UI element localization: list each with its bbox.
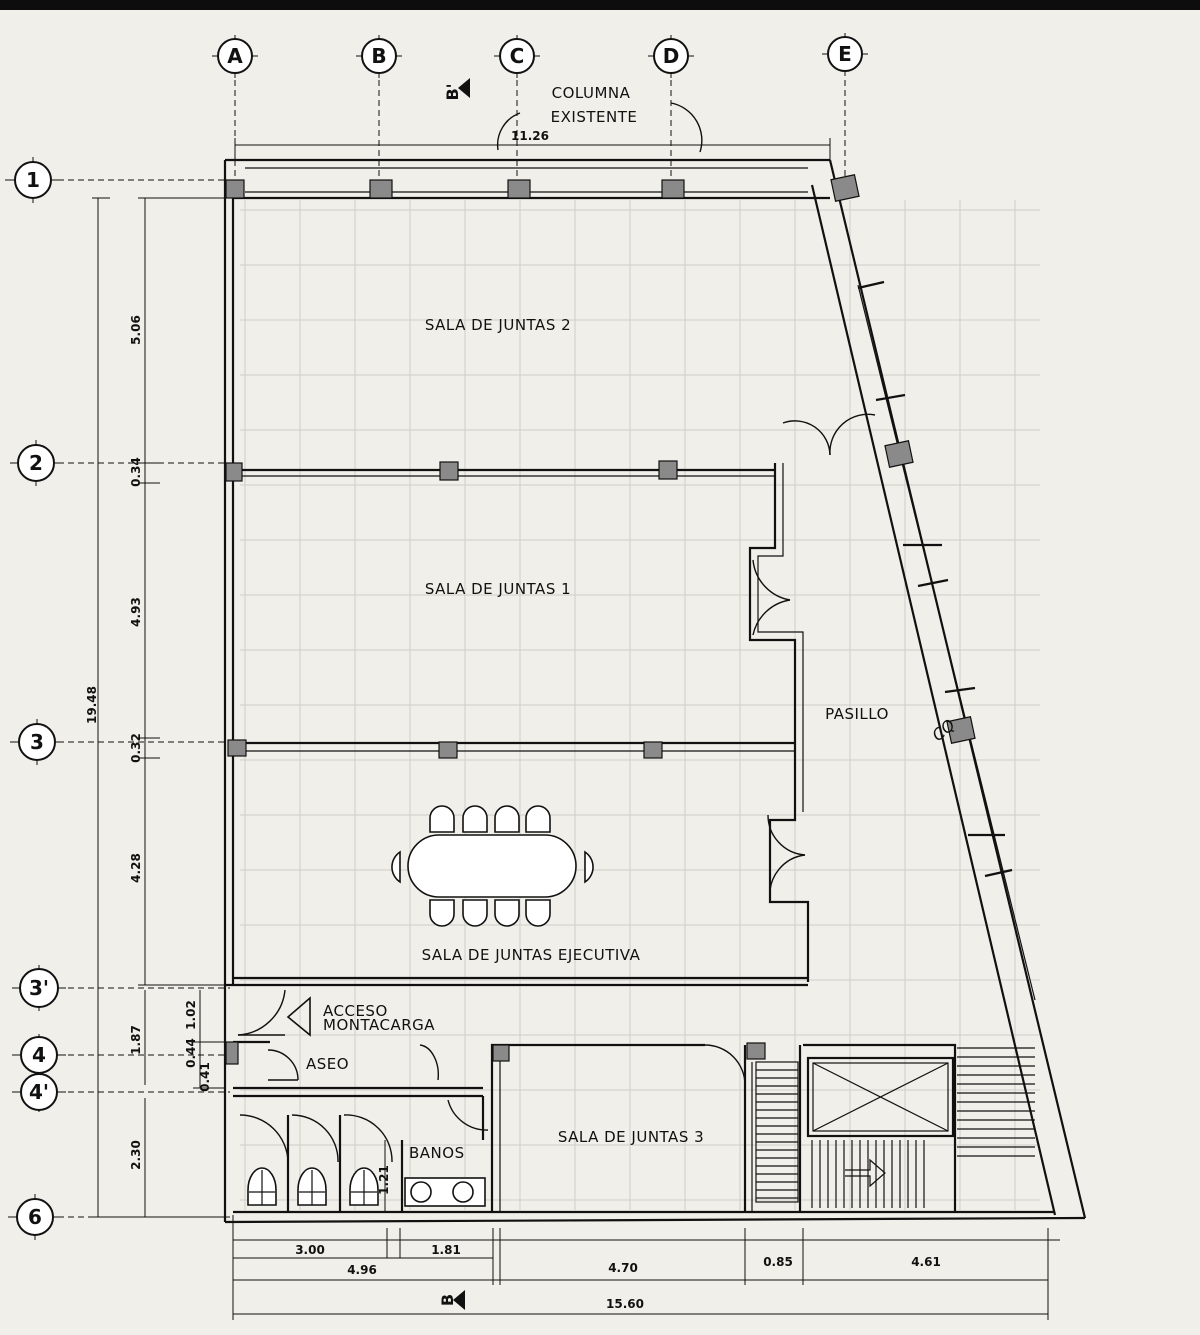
second-stair	[811, 1047, 1035, 1208]
dim-5-06: 5.06	[129, 315, 143, 345]
axis-bubble-1: 1	[5, 157, 58, 203]
stair	[755, 1061, 799, 1203]
svg-text:D: D	[663, 44, 680, 68]
dim-1-02: 1.02	[184, 1000, 198, 1030]
toilets	[247, 1167, 379, 1206]
sinks	[404, 1177, 486, 1207]
axis-bubble-b: B	[356, 35, 402, 78]
svg-text:6: 6	[28, 1205, 42, 1229]
existing-column-note: COLUMNA EXISTENTE	[496, 84, 703, 153]
room-label-sala-2: SALA DE JUNTAS 2	[425, 316, 571, 334]
dim-0-44: 0.44	[184, 1038, 198, 1068]
axis-bubble-2: 2	[10, 440, 62, 486]
bottom-dimensions: 3.00 1.81 4.70 0.85 4.61 4.96 15.60	[232, 1215, 1060, 1320]
doors	[237, 413, 876, 1163]
window-mullions	[857, 280, 1013, 878]
dim-0-34: 0.34	[129, 457, 143, 487]
section-marker-top: B'	[443, 78, 470, 101]
montacarga-arrow	[286, 996, 311, 1037]
dim-4-28: 4.28	[129, 853, 143, 883]
paper-top-edge	[0, 0, 1200, 10]
room-label-aseo: ASEO	[306, 1055, 349, 1073]
elevator-shaft	[806, 1056, 955, 1138]
axis-bubble-6: 6	[8, 1194, 62, 1240]
dim-4-96: 4.96	[347, 1263, 377, 1277]
dim-1-81: 1.81	[431, 1243, 461, 1257]
svg-text:A: A	[227, 44, 243, 68]
dim-15-60: 15.60	[606, 1297, 644, 1311]
svg-text:B: B	[371, 44, 386, 68]
axis-bubble-3-prime: 3'	[12, 965, 66, 1011]
room-label-ejecutiva: SALA DE JUNTAS EJECUTIVA	[422, 946, 641, 964]
dim-2-30: 2.30	[129, 1140, 143, 1170]
svg-text:B: B	[438, 1294, 457, 1306]
dim-4-61: 4.61	[911, 1255, 941, 1269]
svg-text:E: E	[838, 42, 852, 66]
svg-text:4: 4	[32, 1043, 46, 1067]
svg-text:11.26: 11.26	[511, 129, 549, 143]
room-label-banos: BANOS	[409, 1144, 465, 1162]
axis-bubble-e: E	[822, 33, 868, 76]
axis-bubble-4: 4	[12, 1034, 66, 1076]
room-label-sala-3: SALA DE JUNTAS 3	[558, 1128, 704, 1146]
room-label-pasillo: PASILLO	[825, 705, 889, 723]
dim-0-41: 0.41	[198, 1062, 212, 1092]
room-label-sala-1: SALA DE JUNTAS 1	[425, 580, 571, 598]
axis-bubble-c: C	[494, 35, 540, 78]
svg-text:3': 3'	[29, 976, 49, 1000]
building-walls	[223, 158, 1087, 1224]
structural-columns	[225, 174, 976, 1065]
svg-text:4': 4'	[29, 1080, 49, 1104]
axis-bubble-4-prime: 4'	[12, 1072, 66, 1112]
svg-text:C: C	[510, 44, 525, 68]
top-width-dimension: 11.26	[234, 129, 831, 160]
section-marker-bottom: B	[438, 1290, 465, 1310]
svg-text:COLUMNA: COLUMNA	[552, 84, 631, 102]
svg-text:B': B'	[443, 83, 462, 100]
executive-table	[391, 805, 594, 927]
axis-bubble-3: 3	[10, 719, 64, 765]
svg-text:1: 1	[26, 168, 40, 192]
axis-bubble-d: D	[648, 35, 694, 78]
dim-4-70: 4.70	[608, 1261, 638, 1275]
dim-1-21: 1.21	[377, 1165, 391, 1195]
room-label-acceso-1: ACCESO	[323, 1002, 388, 1020]
dim-3-00: 3.00	[295, 1243, 325, 1257]
dim-0-32: 0.32	[129, 733, 143, 763]
dim-0-85: 0.85	[763, 1255, 793, 1269]
room-label-acceso-2: MONTACARGA	[323, 1016, 435, 1034]
svg-text:3: 3	[30, 730, 44, 754]
axis-bubble-a: A	[212, 35, 258, 78]
svg-text:2: 2	[29, 451, 43, 475]
svg-text:EXISTENTE: EXISTENTE	[551, 108, 638, 126]
dim-1-87: 1.87	[129, 1025, 143, 1055]
dim-4-93: 4.93	[129, 597, 143, 627]
background-grid	[240, 200, 1040, 1210]
partitions	[225, 463, 957, 1212]
grid-lines	[58, 80, 846, 1218]
dim-19-48: 19.48	[85, 686, 99, 724]
vertical-dimensions: 5.06 0.34 4.93 0.32 4.28 1.87 2.30 19.48…	[85, 197, 391, 1218]
